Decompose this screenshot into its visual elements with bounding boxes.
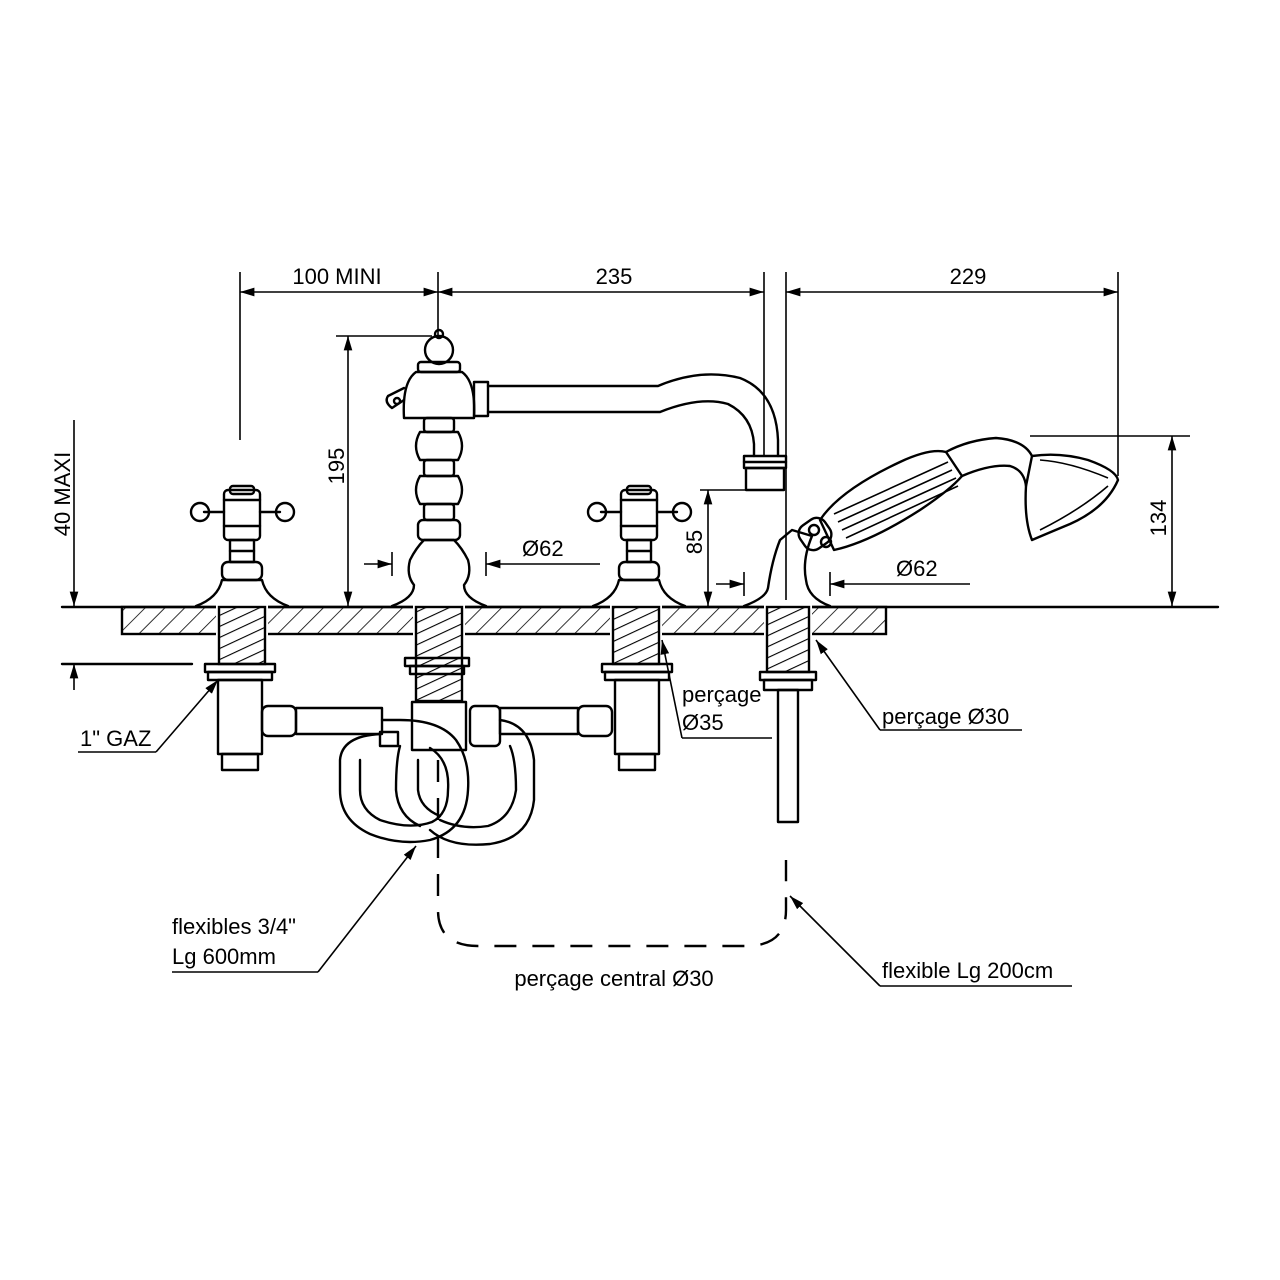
flexible-hoses bbox=[260, 700, 614, 846]
leader-lines bbox=[78, 639, 1072, 987]
label-percage-35-line1: perçage bbox=[682, 682, 762, 707]
dim-100-mini: 100 MINI bbox=[292, 264, 381, 289]
left-cross-tap bbox=[189, 484, 296, 608]
label-flexible-200cm: flexible Lg 200cm bbox=[882, 958, 1053, 983]
label-percage-30: perçage Ø30 bbox=[882, 704, 1009, 729]
dim-85: 85 bbox=[682, 530, 707, 554]
label-flexibles-line2: Lg 600mm bbox=[172, 944, 276, 969]
dimension-lines bbox=[69, 272, 1190, 690]
threaded-shanks bbox=[217, 605, 811, 703]
right-cross-tap bbox=[586, 484, 693, 608]
dim-229: 229 bbox=[950, 264, 987, 289]
label-flexibles-line1: flexibles 3/4" bbox=[172, 914, 296, 939]
under-counter-fittings bbox=[203, 656, 818, 824]
central-spout bbox=[385, 328, 788, 608]
label-percage-central: perçage central Ø30 bbox=[514, 966, 713, 991]
central-bore-outline bbox=[436, 760, 788, 948]
label-percage-35-line2: Ø35 bbox=[682, 710, 724, 735]
dim-134: 134 bbox=[1146, 500, 1171, 537]
dim-195: 195 bbox=[324, 448, 349, 485]
dim-diameter-62-right: Ø62 bbox=[896, 556, 938, 581]
hand-shower bbox=[742, 436, 1120, 608]
dim-diameter-62-left: Ø62 bbox=[522, 536, 564, 561]
dim-235: 235 bbox=[596, 264, 633, 289]
dim-40-maxi: 40 MAXI bbox=[50, 452, 75, 536]
label-1-gaz: 1" GAZ bbox=[80, 726, 151, 751]
